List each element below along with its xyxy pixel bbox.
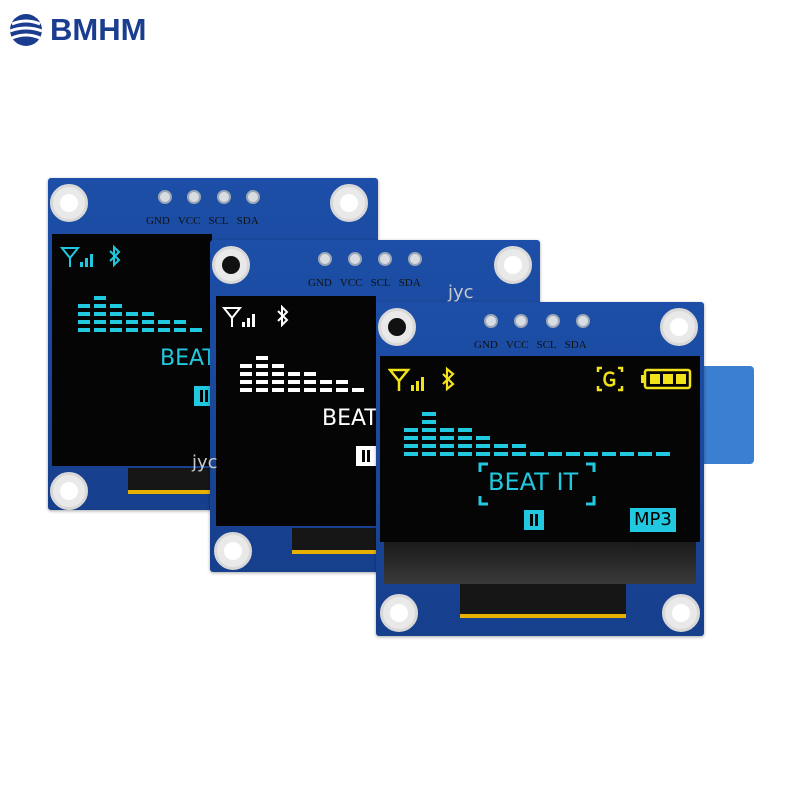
equalizer-column [548, 452, 562, 456]
equalizer-column [584, 452, 598, 456]
song-label: BEAT IT [488, 468, 579, 496]
signal-icon [60, 247, 93, 267]
bluetooth-icon [277, 304, 289, 328]
pin-label: VCC [505, 339, 529, 351]
watermark: jyc [448, 282, 474, 303]
brand-logo: BMHM [8, 12, 146, 48]
equalizer-column [352, 388, 364, 392]
pin-label: VCC [339, 277, 363, 289]
bluetooth-icon [442, 366, 455, 392]
equalizer-bars [78, 296, 202, 332]
oled-screen-left [52, 234, 212, 466]
pause-icon [194, 386, 214, 406]
mount-hole [494, 246, 532, 284]
pin-label: SDA [398, 277, 421, 289]
signal-icon [388, 368, 424, 391]
equalizer-column [458, 428, 472, 456]
pin-label: SCL [370, 277, 391, 289]
pause-icon [524, 510, 544, 530]
equalizer-column [320, 380, 332, 392]
mount-hole [380, 594, 418, 632]
pin-label: SCL [208, 215, 229, 227]
equalizer-column [476, 436, 490, 456]
equalizer-column [288, 372, 300, 392]
equalizer-bars [240, 356, 364, 392]
header-pin [187, 190, 201, 204]
bluetooth-icon [109, 244, 121, 268]
battery-icon [641, 368, 692, 390]
pin-label: SDA [564, 339, 587, 351]
equalizer-column [190, 328, 202, 332]
header-pin [158, 190, 172, 204]
equalizer-column [530, 452, 544, 456]
mp3-badge: MP3 [630, 508, 676, 532]
pin-label: GND [474, 339, 498, 351]
equalizer-column [494, 444, 508, 456]
equalizer-column [94, 296, 106, 332]
mount-hole [212, 246, 250, 284]
pin-labels: GND VCC SCL SDA [308, 277, 421, 289]
song-label-brackets [478, 462, 596, 506]
equalizer-column [78, 304, 90, 332]
globe-icon [9, 14, 43, 46]
mount-hole [50, 184, 88, 222]
header-pin [408, 252, 422, 266]
pin-label: VCC [177, 215, 201, 227]
equalizer-column [638, 452, 652, 456]
equalizer-column [404, 428, 418, 456]
equalizer-column [256, 356, 268, 392]
equalizer-bars [404, 412, 670, 456]
header-pin [546, 314, 560, 328]
header-pin [484, 314, 498, 328]
equalizer-column [304, 372, 316, 392]
mount-hole [50, 472, 88, 510]
equalizer-column [142, 312, 154, 332]
equalizer-column [602, 452, 616, 456]
ribbon-connector [460, 584, 626, 618]
header-pin [246, 190, 260, 204]
mount-hole [662, 594, 700, 632]
pin-label: SCL [536, 339, 557, 351]
mount-hole [330, 184, 368, 222]
equalizer-column [566, 452, 580, 456]
equalizer-column [656, 452, 670, 456]
equalizer-column [422, 412, 436, 456]
equalizer-column [110, 304, 122, 332]
equalizer-column [174, 320, 186, 332]
equalizer-column [512, 444, 526, 456]
equalizer-column [440, 428, 454, 456]
pin-label: GND [146, 215, 170, 227]
signal-icon [222, 307, 255, 327]
header-pin [217, 190, 231, 204]
header-pin [576, 314, 590, 328]
g-icon [596, 366, 624, 392]
ribbon-connector [128, 468, 218, 494]
screen-glass-edge [384, 542, 696, 584]
pause-icon [356, 446, 376, 466]
pin-labels: GND VCC SCL SDA [146, 215, 259, 227]
header-pin [348, 252, 362, 266]
pin-label: GND [308, 277, 332, 289]
brand-name: BMHM [50, 12, 147, 47]
equalizer-column [620, 452, 634, 456]
equalizer-column [158, 320, 170, 332]
protective-film-tab [696, 366, 754, 464]
mount-hole [214, 532, 252, 570]
equalizer-column [240, 364, 252, 392]
watermark: jyc [192, 452, 218, 473]
mount-hole [378, 308, 416, 346]
header-pin [378, 252, 392, 266]
header-pin [318, 252, 332, 266]
header-pin [514, 314, 528, 328]
oled-screen-middle [216, 296, 376, 526]
mount-hole [660, 308, 698, 346]
pin-label: SDA [236, 215, 259, 227]
equalizer-column [336, 380, 348, 392]
ribbon-connector [292, 528, 382, 554]
equalizer-column [126, 312, 138, 332]
pin-labels: GND VCC SCL SDA [474, 339, 587, 351]
equalizer-column [272, 364, 284, 392]
